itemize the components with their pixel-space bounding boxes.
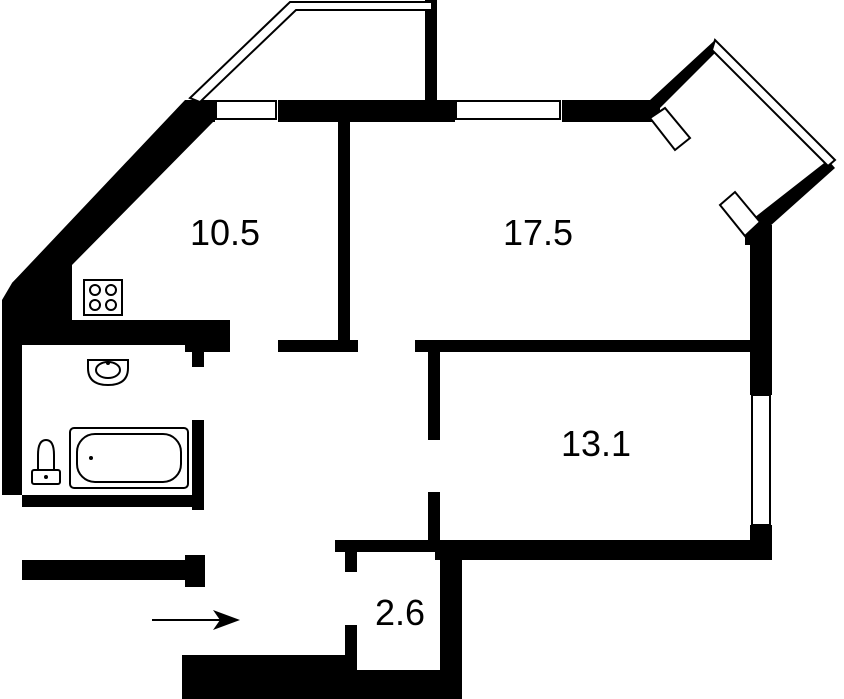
- sink-icon: [87, 359, 129, 387]
- entrance-arrow-icon: [152, 610, 240, 630]
- bath-bottom-wall: [22, 495, 204, 507]
- room-area-bedroom: 13.1: [561, 423, 631, 464]
- bay-sill-top: [648, 106, 692, 152]
- bedroom-left-wall-top: [428, 340, 440, 440]
- stove-icon: [83, 279, 123, 316]
- bath-right-wall: [192, 420, 204, 510]
- storage-top-wall: [335, 540, 440, 552]
- bottom-right-wall: [435, 540, 772, 560]
- left-wall-corridor-stub: [185, 555, 205, 587]
- right-wall-upper: [750, 225, 772, 395]
- bathtub-icon: [69, 427, 189, 489]
- bottom-wall-storage: [345, 670, 462, 699]
- living-top-wall-right: [562, 100, 657, 122]
- bedroom-left-wall-bottom: [428, 492, 440, 547]
- bay-wall-left: [645, 40, 720, 122]
- windows: [188, 1, 837, 526]
- bay-wall-right: [745, 160, 835, 245]
- balcony-post: [425, 0, 437, 110]
- bath-top-wall-end: [185, 320, 230, 352]
- storage-right-wall: [440, 540, 462, 699]
- living-top-wall-left: [330, 100, 455, 122]
- bottom-wall: [182, 655, 347, 699]
- diagonal-wall: [12, 100, 215, 345]
- kitchen-bottom-wall: [278, 340, 358, 352]
- kitchen-top-wall: [185, 100, 215, 122]
- bay-window-frame: [710, 38, 837, 168]
- bedroom-window: [751, 394, 771, 526]
- bay-sill-bottom: [718, 190, 762, 238]
- kitchen-window: [215, 100, 277, 120]
- kitchen-balcony: [188, 1, 433, 104]
- storage-left-wall-top: [345, 540, 357, 572]
- left-wall-bath: [2, 345, 22, 495]
- storage-left-wall-bottom: [345, 625, 357, 675]
- kitchen-top-wall-right: [278, 100, 338, 122]
- interior-walls: [22, 115, 755, 675]
- room-area-storage: 2.6: [375, 592, 425, 633]
- bath-top-wall: [22, 320, 187, 345]
- kitchen-living-wall: [338, 115, 350, 350]
- living-window: [455, 100, 561, 120]
- bath-right-wall-top: [192, 345, 204, 367]
- room-area-living-room: 17.5: [503, 212, 573, 253]
- room-area-kitchen: 10.5: [190, 212, 260, 253]
- bedroom-top-wall: [415, 340, 755, 352]
- left-wall-corridor: [22, 560, 205, 580]
- toilet-icon: [31, 438, 61, 485]
